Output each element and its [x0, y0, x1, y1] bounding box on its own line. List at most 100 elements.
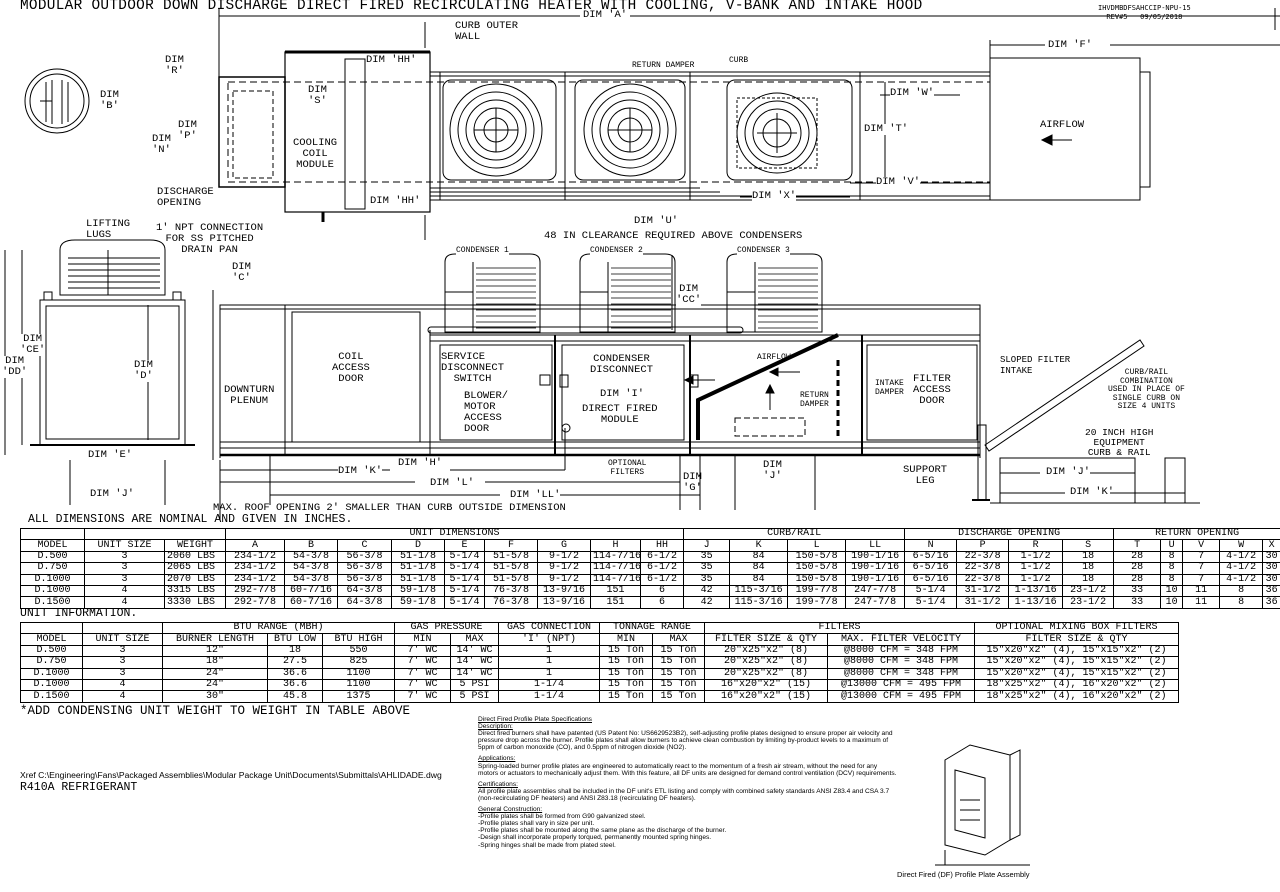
- table-cell: 76-3/8: [484, 584, 538, 598]
- column-header: T: [1113, 539, 1162, 552]
- table-cell: D.750: [20, 562, 85, 575]
- table-cell: 9-1/2: [537, 573, 591, 586]
- table-cell: 8: [1160, 550, 1184, 564]
- doc-number: IHVDMBDFSAHCCIP-NPU-15: [1098, 4, 1191, 12]
- column-header: U: [1160, 539, 1184, 552]
- dim-hh-bottom-label: DIM 'HH': [370, 195, 421, 207]
- return-damper-elevation-label: RETURN DAMPER: [800, 391, 829, 409]
- optional-filters-label: OPTIONAL FILTERS: [608, 459, 647, 477]
- table-cell: D.1000: [20, 584, 85, 598]
- table-cell: 84: [729, 562, 789, 575]
- dim-j-front-label: DIM 'J': [90, 488, 135, 500]
- table-cell: D.750: [20, 656, 83, 669]
- table-cell: 23-1/2: [1062, 596, 1115, 609]
- table-cell: 59-1/8: [391, 584, 445, 598]
- airflow-elevation-label: AIRFLOW: [757, 353, 791, 362]
- npt-connection-label: 1' NPT CONNECTION FOR SS PITCHED DRAIN P…: [156, 222, 264, 256]
- table-cell: 18: [267, 644, 323, 658]
- support-leg-label: SUPPORT LEG: [903, 464, 948, 487]
- group-header: GAS PRESSURE: [393, 621, 500, 635]
- table-cell: 1-13/16: [1008, 596, 1064, 609]
- table-cell: 1375: [322, 690, 395, 703]
- group-header: BTU RANGE (MBH): [162, 621, 395, 635]
- table-cell: 11: [1182, 596, 1221, 609]
- table-cell: 33: [1113, 584, 1162, 598]
- dim-s-label: DIM 'S': [308, 84, 327, 107]
- column-header: BTU LOW: [267, 633, 323, 646]
- table-cell: 64-3/8: [337, 584, 392, 598]
- front-elevation: [4, 239, 195, 505]
- table-cell: 14' WC: [449, 656, 500, 669]
- table-cell: 33: [1113, 596, 1162, 609]
- service-disconnect-label: SERVICE DISCONNECT SWITCH: [441, 351, 505, 385]
- table-cell: 15 Ton: [652, 656, 706, 669]
- table-cell: 292-7/8: [225, 596, 285, 609]
- coil-access-door-label: COIL ACCESS DOOR: [332, 351, 370, 385]
- discharge-opening-label: DISCHARGE OPENING: [157, 186, 214, 209]
- condenser-2: [579, 253, 676, 333]
- curb-outer-wall-label: CURB OUTER WALL: [455, 20, 519, 43]
- downturn-plenum-label: DOWNTURN PLENUM: [224, 384, 275, 407]
- column-header: MODEL: [20, 539, 85, 552]
- curb-rail-combination-label: CURB/RAIL COMBINATION USED IN PLACE OF S…: [1108, 368, 1185, 411]
- table-cell: 28: [1113, 562, 1162, 575]
- table-cell: 1: [498, 644, 601, 658]
- table-cell: 36: [1262, 596, 1280, 609]
- column-header: MIN: [394, 633, 451, 646]
- table-cell: 234-1/2: [225, 550, 285, 564]
- table-cell: 84: [729, 573, 789, 586]
- plan-view: [24, 8, 1280, 240]
- airflow-plan-label: AIRFLOW: [1040, 119, 1085, 131]
- dim-d-label: DIM 'D': [134, 359, 153, 382]
- table-cell: 18": [162, 656, 268, 669]
- side-elevation: [212, 253, 1200, 520]
- table-cell: 5-1/4: [444, 584, 485, 598]
- table-cell: 36: [1262, 584, 1280, 598]
- condenser-2-label: CONDENSER 2: [590, 246, 643, 256]
- table-cell: 3330 LBS: [164, 596, 226, 609]
- table-cell: 30": [162, 690, 268, 703]
- table-cell: 1100: [322, 667, 395, 680]
- column-header: A: [225, 539, 285, 552]
- table-cell: 5 PSI: [449, 678, 500, 692]
- column-header: MIN: [599, 633, 654, 646]
- dim-c-label: DIM 'C': [232, 261, 251, 284]
- table-cell: 234-1/2: [225, 562, 285, 575]
- column-header: P: [956, 539, 1010, 552]
- xref-path: Xref C:\Engineering\Fans\Packaged Assemb…: [20, 770, 442, 780]
- column-header: B: [284, 539, 338, 552]
- table-cell: 27.5: [267, 656, 323, 669]
- spec-applications: Spring-loaded burner profile plates are …: [478, 762, 897, 777]
- table-cell: 3: [82, 644, 163, 658]
- table-cell: 30: [1262, 562, 1280, 575]
- table-cell: 1: [498, 667, 601, 680]
- dim-a-label: DIM 'A': [580, 10, 631, 21]
- table-cell: 20"x25"x2" (8): [704, 667, 829, 680]
- table-cell: 15"x20"x2" (4), 15"x15"x2" (2): [974, 656, 1180, 669]
- group-header: TONNAGE RANGE: [599, 621, 706, 635]
- table-cell: @13000 CFM = 495 FPM: [827, 678, 976, 692]
- column-header: FILTER SIZE & QTY: [704, 633, 829, 646]
- table-cell: 15 Ton: [652, 690, 706, 703]
- table-cell: 6-5/16: [904, 562, 958, 575]
- column-header: HH: [639, 539, 685, 552]
- table-cell: 3: [82, 656, 163, 669]
- column-header: R: [1008, 539, 1064, 552]
- table-cell: 5-1/4: [444, 562, 485, 575]
- table-cell: @8000 CFM = 348 FPM: [827, 644, 976, 658]
- table-cell: 22-3/8: [956, 562, 1010, 575]
- table-cell: 247-7/8: [845, 584, 906, 598]
- table-cell: 56-3/8: [337, 550, 392, 564]
- unit-info-caption: UNIT INFORMATION.: [20, 607, 138, 620]
- column-header: FILTER SIZE & QTY: [974, 633, 1180, 646]
- table-cell: 1-1/4: [498, 678, 601, 692]
- fan-icon: [736, 92, 818, 174]
- table-cell: 18"x25"x2" (4), 16"x20"x2" (2): [974, 690, 1180, 703]
- table-cell: 15"x20"x2" (4), 15"x15"x2" (2): [974, 667, 1180, 680]
- table-cell: 7: [1182, 562, 1221, 575]
